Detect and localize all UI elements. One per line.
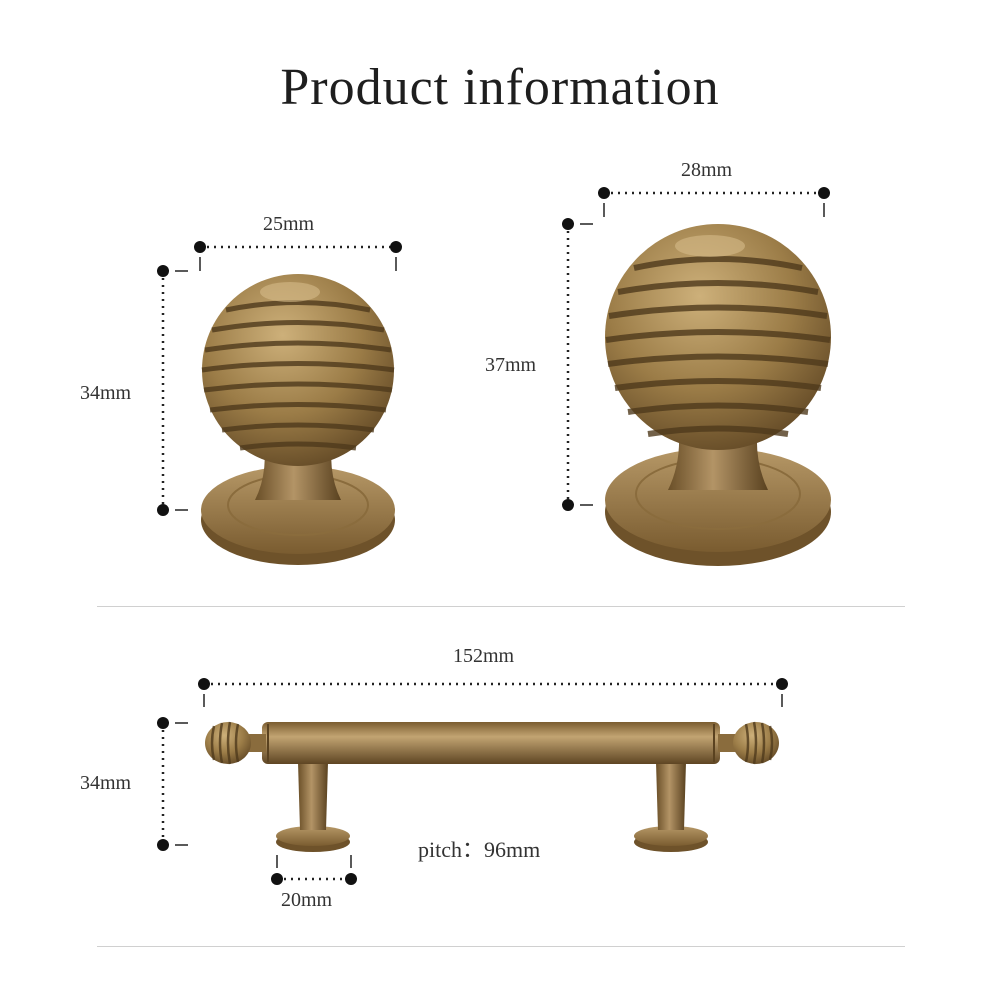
pull-base-label: 20mm (281, 889, 333, 911)
small-knob-image (201, 274, 395, 565)
large-knob-image (605, 224, 831, 566)
large-knob-width-label: 28mm (681, 159, 733, 181)
page-title: Product information (280, 59, 720, 116)
pull-height-label: 34mm (80, 772, 132, 794)
pull-length-line (198, 678, 788, 707)
large-knob-height-line (562, 218, 593, 511)
pull-base-line (271, 855, 357, 885)
pull-pitch-label: pitch：96mm (418, 837, 541, 862)
section-divider-bottom (97, 946, 905, 947)
pull-handle-image (205, 721, 779, 852)
large-knob-height-label: 37mm (485, 354, 537, 376)
small-knob-width-line (194, 241, 402, 271)
small-knob-height-line (157, 265, 188, 516)
small-knob-height-label: 34mm (80, 382, 132, 404)
pull-height-line (157, 717, 188, 851)
pull-length-label: 152mm (453, 645, 515, 667)
large-knob-width-line (598, 187, 830, 217)
section-divider-top (97, 606, 905, 607)
small-knob-width-label: 25mm (263, 213, 315, 235)
